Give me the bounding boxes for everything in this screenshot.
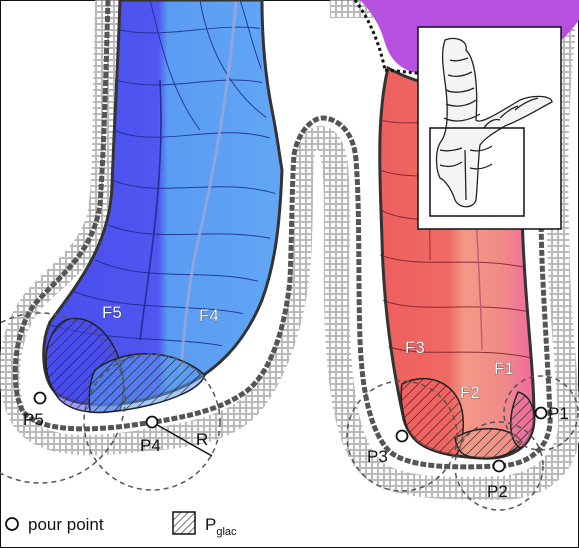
label-p5: P5 [23,410,44,429]
legend-hatch-icon [173,512,195,534]
label-p1: P1 [548,404,569,423]
legend-pour-point-icon [6,518,18,530]
pour-point-p3 [397,431,408,442]
label-f3: F3 [405,338,425,357]
label-p2: P2 [487,482,508,501]
legend-pour-point-label: pour point [28,515,104,534]
inset-map [418,27,561,229]
pour-point-p5 [35,393,46,404]
pour-point-p2 [494,461,505,472]
label-f4: F4 [199,306,219,325]
label-f1: F1 [494,359,514,378]
pour-point-p4 [147,417,158,428]
label-f2: F2 [460,383,480,402]
pour-point-p1 [536,408,547,419]
label-radius: R [196,430,208,449]
label-f5: F5 [102,303,122,322]
label-p3: P3 [367,447,388,466]
label-p4: P4 [140,436,161,455]
